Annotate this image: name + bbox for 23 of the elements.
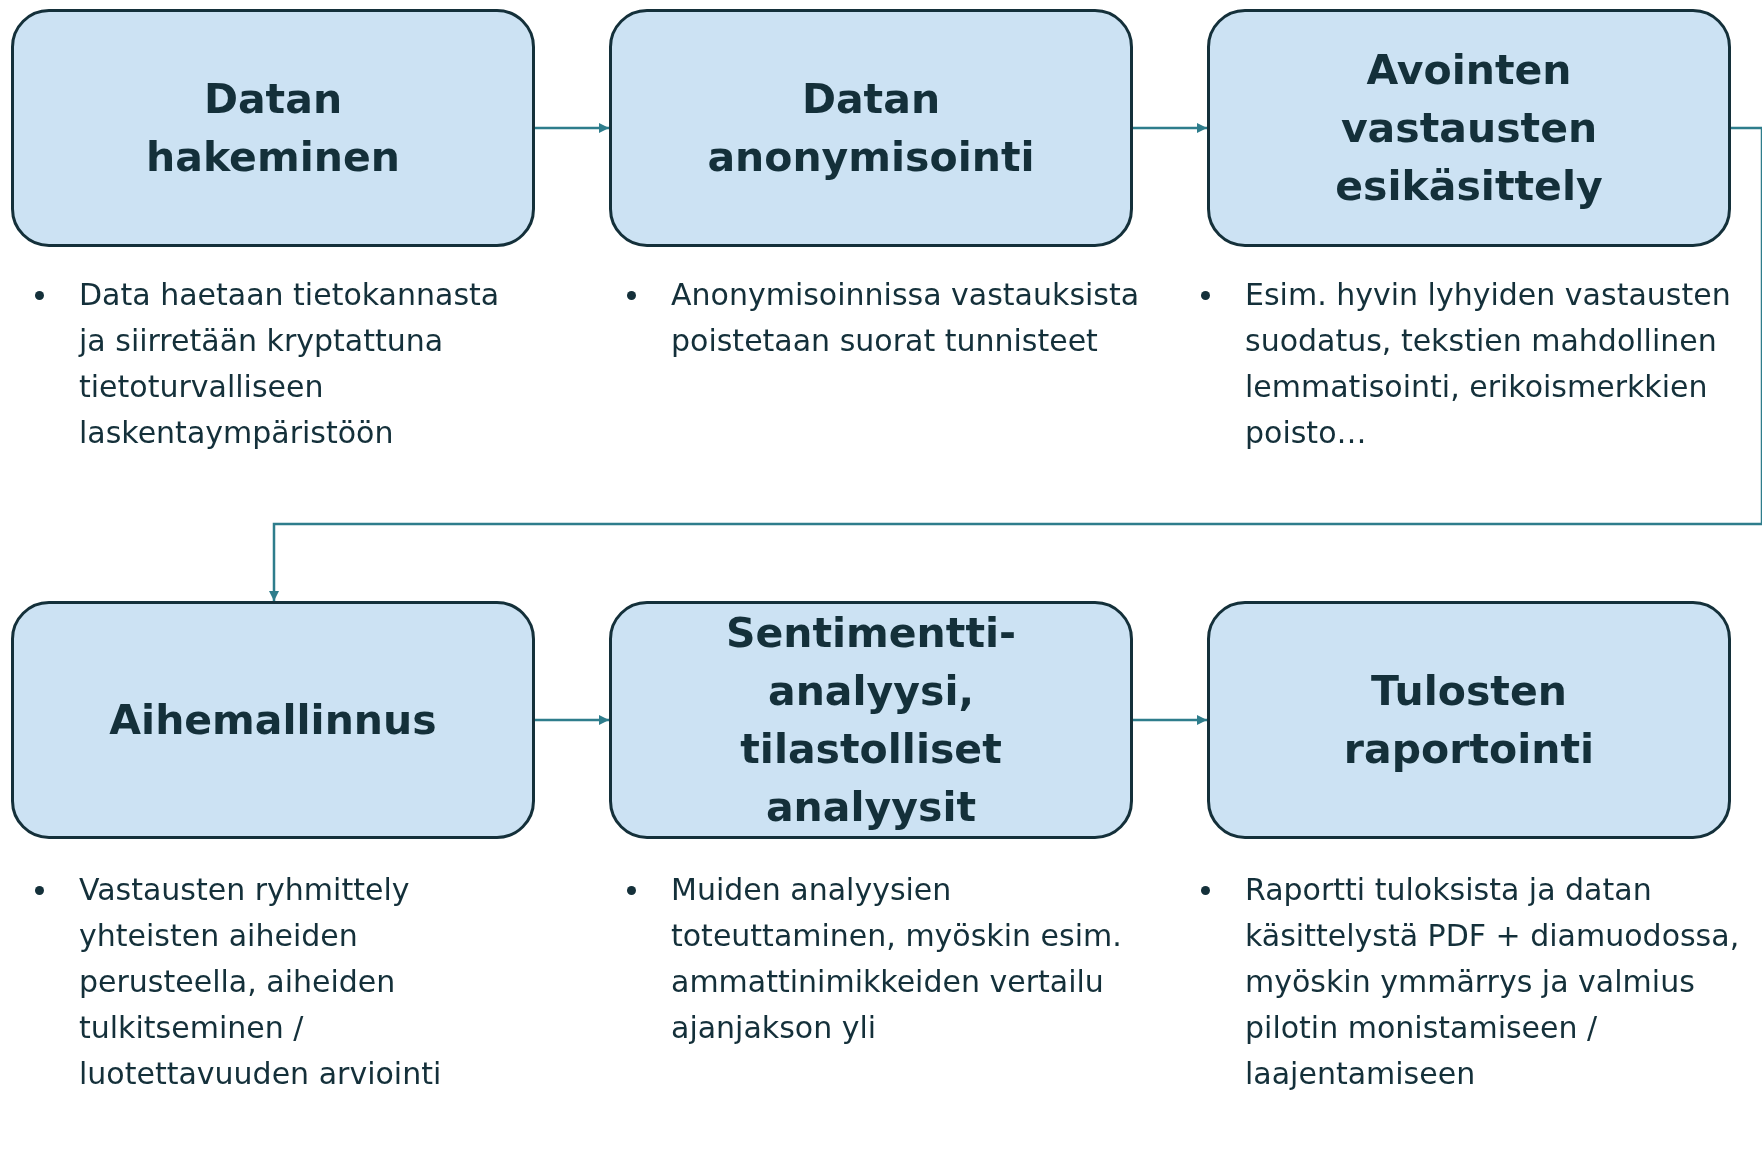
process-box <box>11 9 535 247</box>
arrow <box>269 126 1762 601</box>
step-title: Tulosten raportointi <box>1342 666 1596 775</box>
step-title: Datan anonymisointi <box>706 74 1036 183</box>
arrow <box>1133 123 1207 133</box>
bullet-text: Esim. hyvin lyhyiden vastausten suodatus, tekstien mahdollinen lemmatisointi, erikoismerkkien poisto… <box>1245 277 1731 450</box>
arrow <box>1133 715 1207 725</box>
process-box <box>609 9 1133 247</box>
step-title: Aihemallinnus <box>109 695 437 746</box>
bullet-text: Muiden analyysien toteuttaminen, myöskin esim. ammattinimikkeiden vertailu ajanjakson yli <box>671 872 1122 1045</box>
bullet-text: Data haetaan tietokannasta ja siirretään kryptattuna tietoturvalliseen laskentaympäristöön <box>79 277 500 450</box>
process-box <box>1207 9 1731 247</box>
step-title: Avointen vastausten esikäsittely <box>1334 45 1604 212</box>
arrow <box>535 123 609 133</box>
process-box <box>609 601 1133 839</box>
step-title: Datan hakeminen <box>145 74 401 183</box>
bullet-text: Raportti tuloksista ja datan käsittelystä PDF + diamuodossa, myöskin ymmärrys ja valmius pilotin monistamiseen / laajentamiseen <box>1245 872 1740 1091</box>
process-box <box>11 601 535 839</box>
bullet-text: Anonymisoinnissa vastauksista poistetaan suorat tunnisteet <box>671 277 1140 358</box>
process-box <box>1207 601 1731 839</box>
arrow <box>535 715 609 725</box>
step-title: Sentimentti-analyysi, tilastolliset analyysit <box>724 608 1018 833</box>
bullet-text: Vastausten ryhmittely yhteisten aiheiden perusteella, aiheiden tulkitseminen / luotettavuuden arviointi <box>79 872 442 1091</box>
